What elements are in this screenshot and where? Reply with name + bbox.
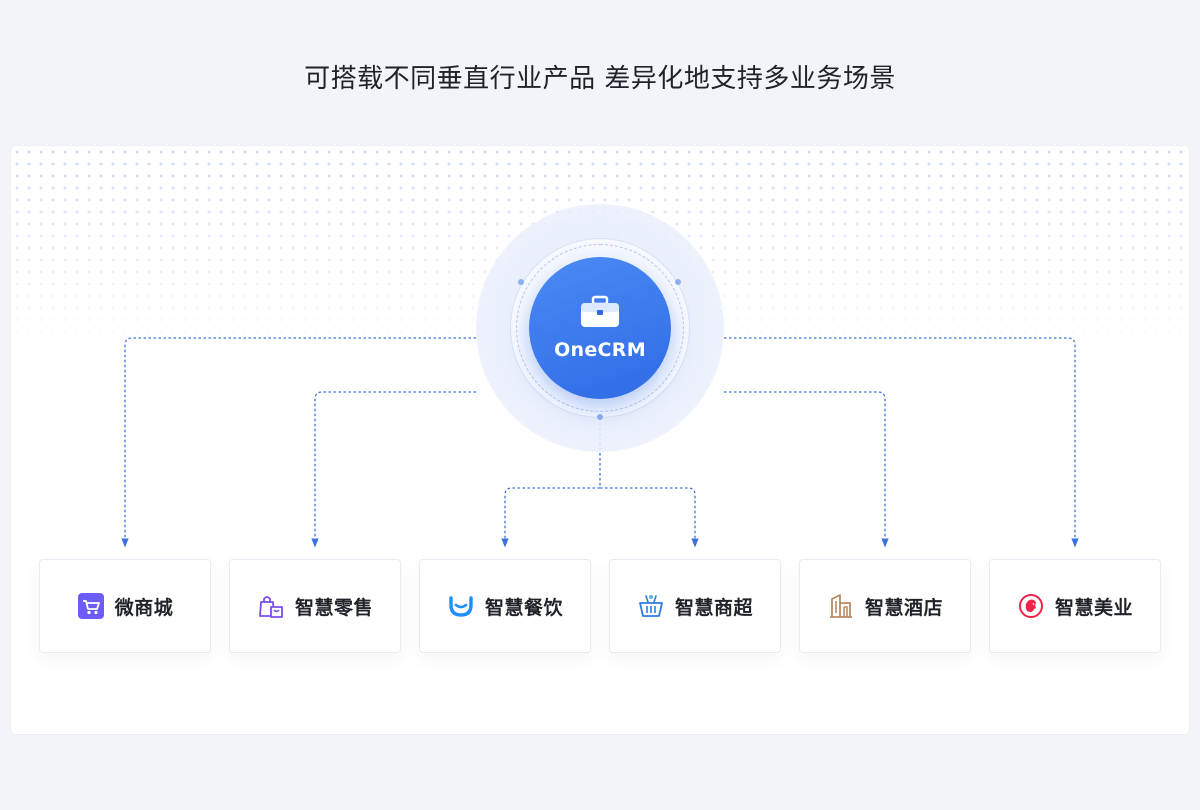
shopping-cart-icon	[77, 592, 105, 620]
connector-supermarket	[600, 487, 699, 548]
connector-hotel	[724, 391, 889, 548]
card-smart-supermarket[interactable]: 智慧商超	[609, 559, 781, 653]
card-label: 微商城	[114, 596, 174, 619]
briefcase-icon	[581, 295, 619, 327]
hub-dashed-ring	[516, 244, 684, 412]
page-headline: 可搭载不同垂直行业产品 差异化地支持多业务场景	[304, 64, 896, 94]
connector-retail	[311, 391, 476, 548]
card-smart-beauty[interactable]: 智慧美业	[989, 559, 1161, 653]
building-icon	[827, 592, 855, 620]
shopping-bags-icon	[257, 592, 285, 620]
hub-node-right	[675, 279, 681, 285]
beauty-face-icon	[1017, 592, 1045, 620]
connector-beauty	[724, 337, 1079, 548]
card-label: 智慧酒店	[864, 596, 943, 619]
connector-weishangcheng	[121, 337, 476, 548]
card-smart-hotel[interactable]: 智慧酒店	[799, 559, 971, 653]
hub-node-bottom	[597, 414, 603, 420]
card-smart-dining[interactable]: 智慧餐饮	[419, 559, 591, 653]
card-label: 智慧美业	[1054, 596, 1133, 619]
bowl-icon	[447, 592, 475, 620]
card-weishangcheng[interactable]: 微商城	[39, 559, 211, 653]
hub-label: OneCRM	[554, 339, 646, 361]
hub-node-left	[518, 279, 524, 285]
onecrm-hub: OneCRM	[529, 257, 671, 399]
card-label: 智慧餐饮	[484, 596, 563, 619]
card-label: 智慧零售	[294, 596, 373, 619]
card-label: 智慧商超	[674, 596, 753, 619]
connector-dining	[501, 487, 600, 548]
basket-icon	[637, 592, 665, 620]
card-smart-retail[interactable]: 智慧零售	[229, 559, 401, 653]
